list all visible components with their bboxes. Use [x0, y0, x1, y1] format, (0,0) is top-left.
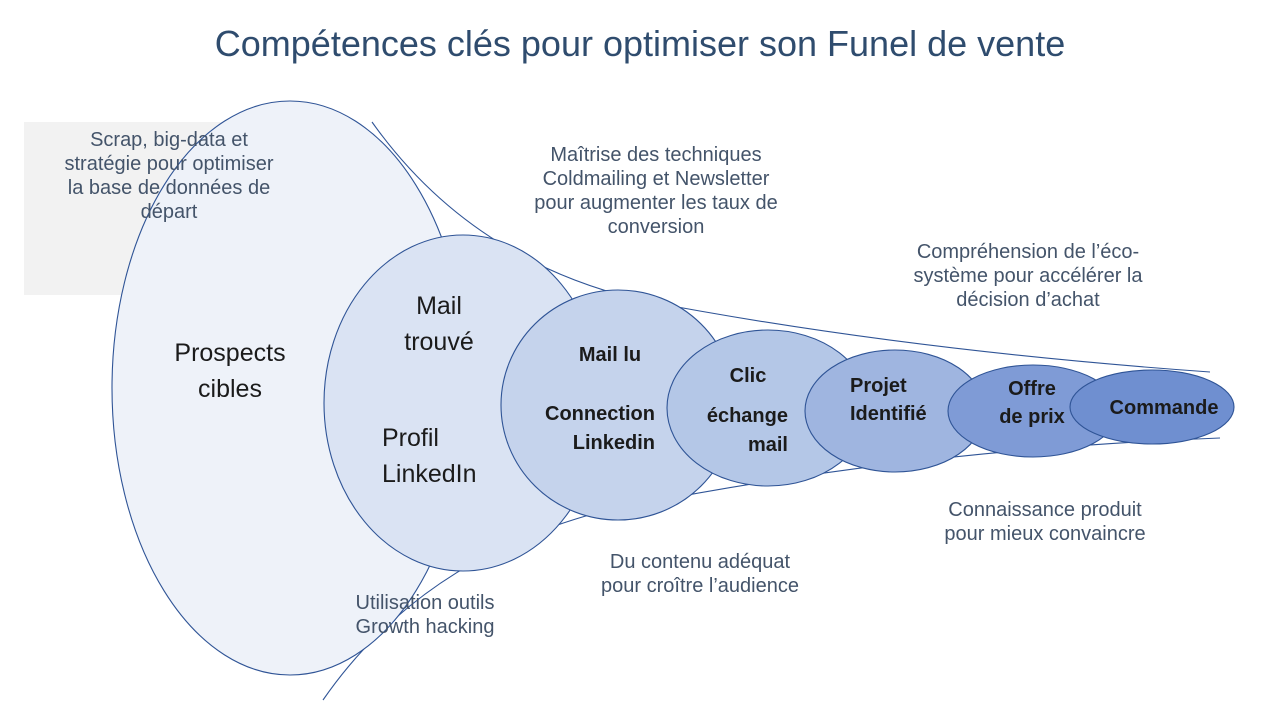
note-growth: Utilisation outils Growth hacking: [355, 592, 495, 638]
ellipse-commande: [1069, 369, 1235, 445]
slide-title: Compétences clés pour optimiser son Fune…: [214, 23, 1066, 64]
stage-connection-linkedin: Connection Linkedin: [545, 403, 655, 454]
stage-mail-trouve: Mail trouvé: [404, 292, 474, 357]
stage-offre: Offre de prix: [999, 378, 1065, 428]
note-ecosysteme: Compréhension de l’éco- système pour acc…: [913, 241, 1143, 311]
note-coldmailing: Maîtrise des techniques Coldmailing et N…: [534, 144, 778, 238]
stage-clic: Clic: [729, 365, 767, 387]
stage-prospects: Prospects cibles: [174, 339, 286, 404]
stage-projet: Projet Identifié: [850, 375, 927, 425]
stage-mail-lu: Mail lu: [578, 344, 642, 366]
stage-profil-linkedin: Profil LinkedIn: [382, 424, 477, 489]
stage-commande: Commande: [1109, 397, 1219, 419]
note-scrap: Scrap, big-data et stratégie pour optimi…: [64, 129, 274, 223]
stage-echange-mail: échange mail: [706, 405, 788, 456]
note-contenu: Du contenu adéquat pour croître l’audien…: [601, 551, 799, 597]
note-produit: Connaissance produit pour mieux convainc…: [944, 499, 1146, 545]
